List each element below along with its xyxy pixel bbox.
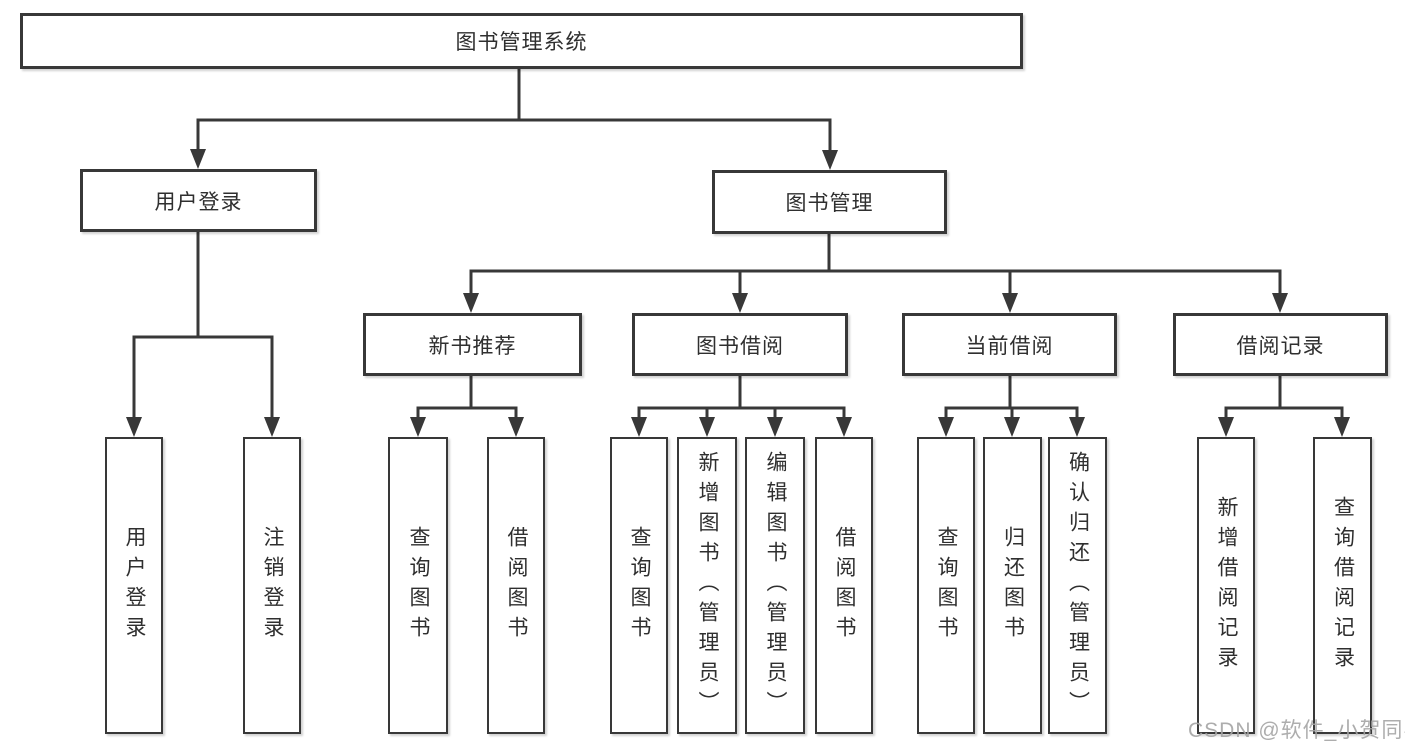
leaf-recommend-search-books: 查询图书 [388, 437, 448, 734]
leaf-records-search-record: 查询借阅记录 [1313, 437, 1372, 734]
node-book-management: 图书管理 [712, 170, 947, 234]
leaf-current-confirm-return-admin: 确认归还（管理员） [1048, 437, 1107, 734]
leaf-borrow-borrow-books: 借阅图书 [815, 437, 873, 734]
leaf-logout: 注销登录 [243, 437, 301, 734]
leaf-borrow-edit-books-admin: 编辑图书（管理员） [745, 437, 805, 734]
leaf-recommend-borrow-books: 借阅图书 [487, 437, 545, 734]
node-current-borrow: 当前借阅 [902, 313, 1117, 376]
leaf-borrow-add-books-admin: 新增图书（管理员） [677, 437, 737, 734]
node-new-book-recommend: 新书推荐 [363, 313, 582, 376]
leaf-current-return-books: 归还图书 [983, 437, 1042, 734]
leaf-current-search-books: 查询图书 [917, 437, 975, 734]
leaf-records-add-record: 新增借阅记录 [1197, 437, 1255, 734]
leaf-user-login: 用户登录 [105, 437, 163, 734]
node-book-borrow: 图书借阅 [632, 313, 848, 376]
leaf-borrow-search-books: 查询图书 [610, 437, 668, 734]
watermark: CSDN @软件_小贺同学 [1188, 719, 1405, 742]
node-root: 图书管理系统 [20, 13, 1023, 69]
node-borrow-records: 借阅记录 [1173, 313, 1388, 376]
node-user-login: 用户登录 [80, 169, 317, 232]
